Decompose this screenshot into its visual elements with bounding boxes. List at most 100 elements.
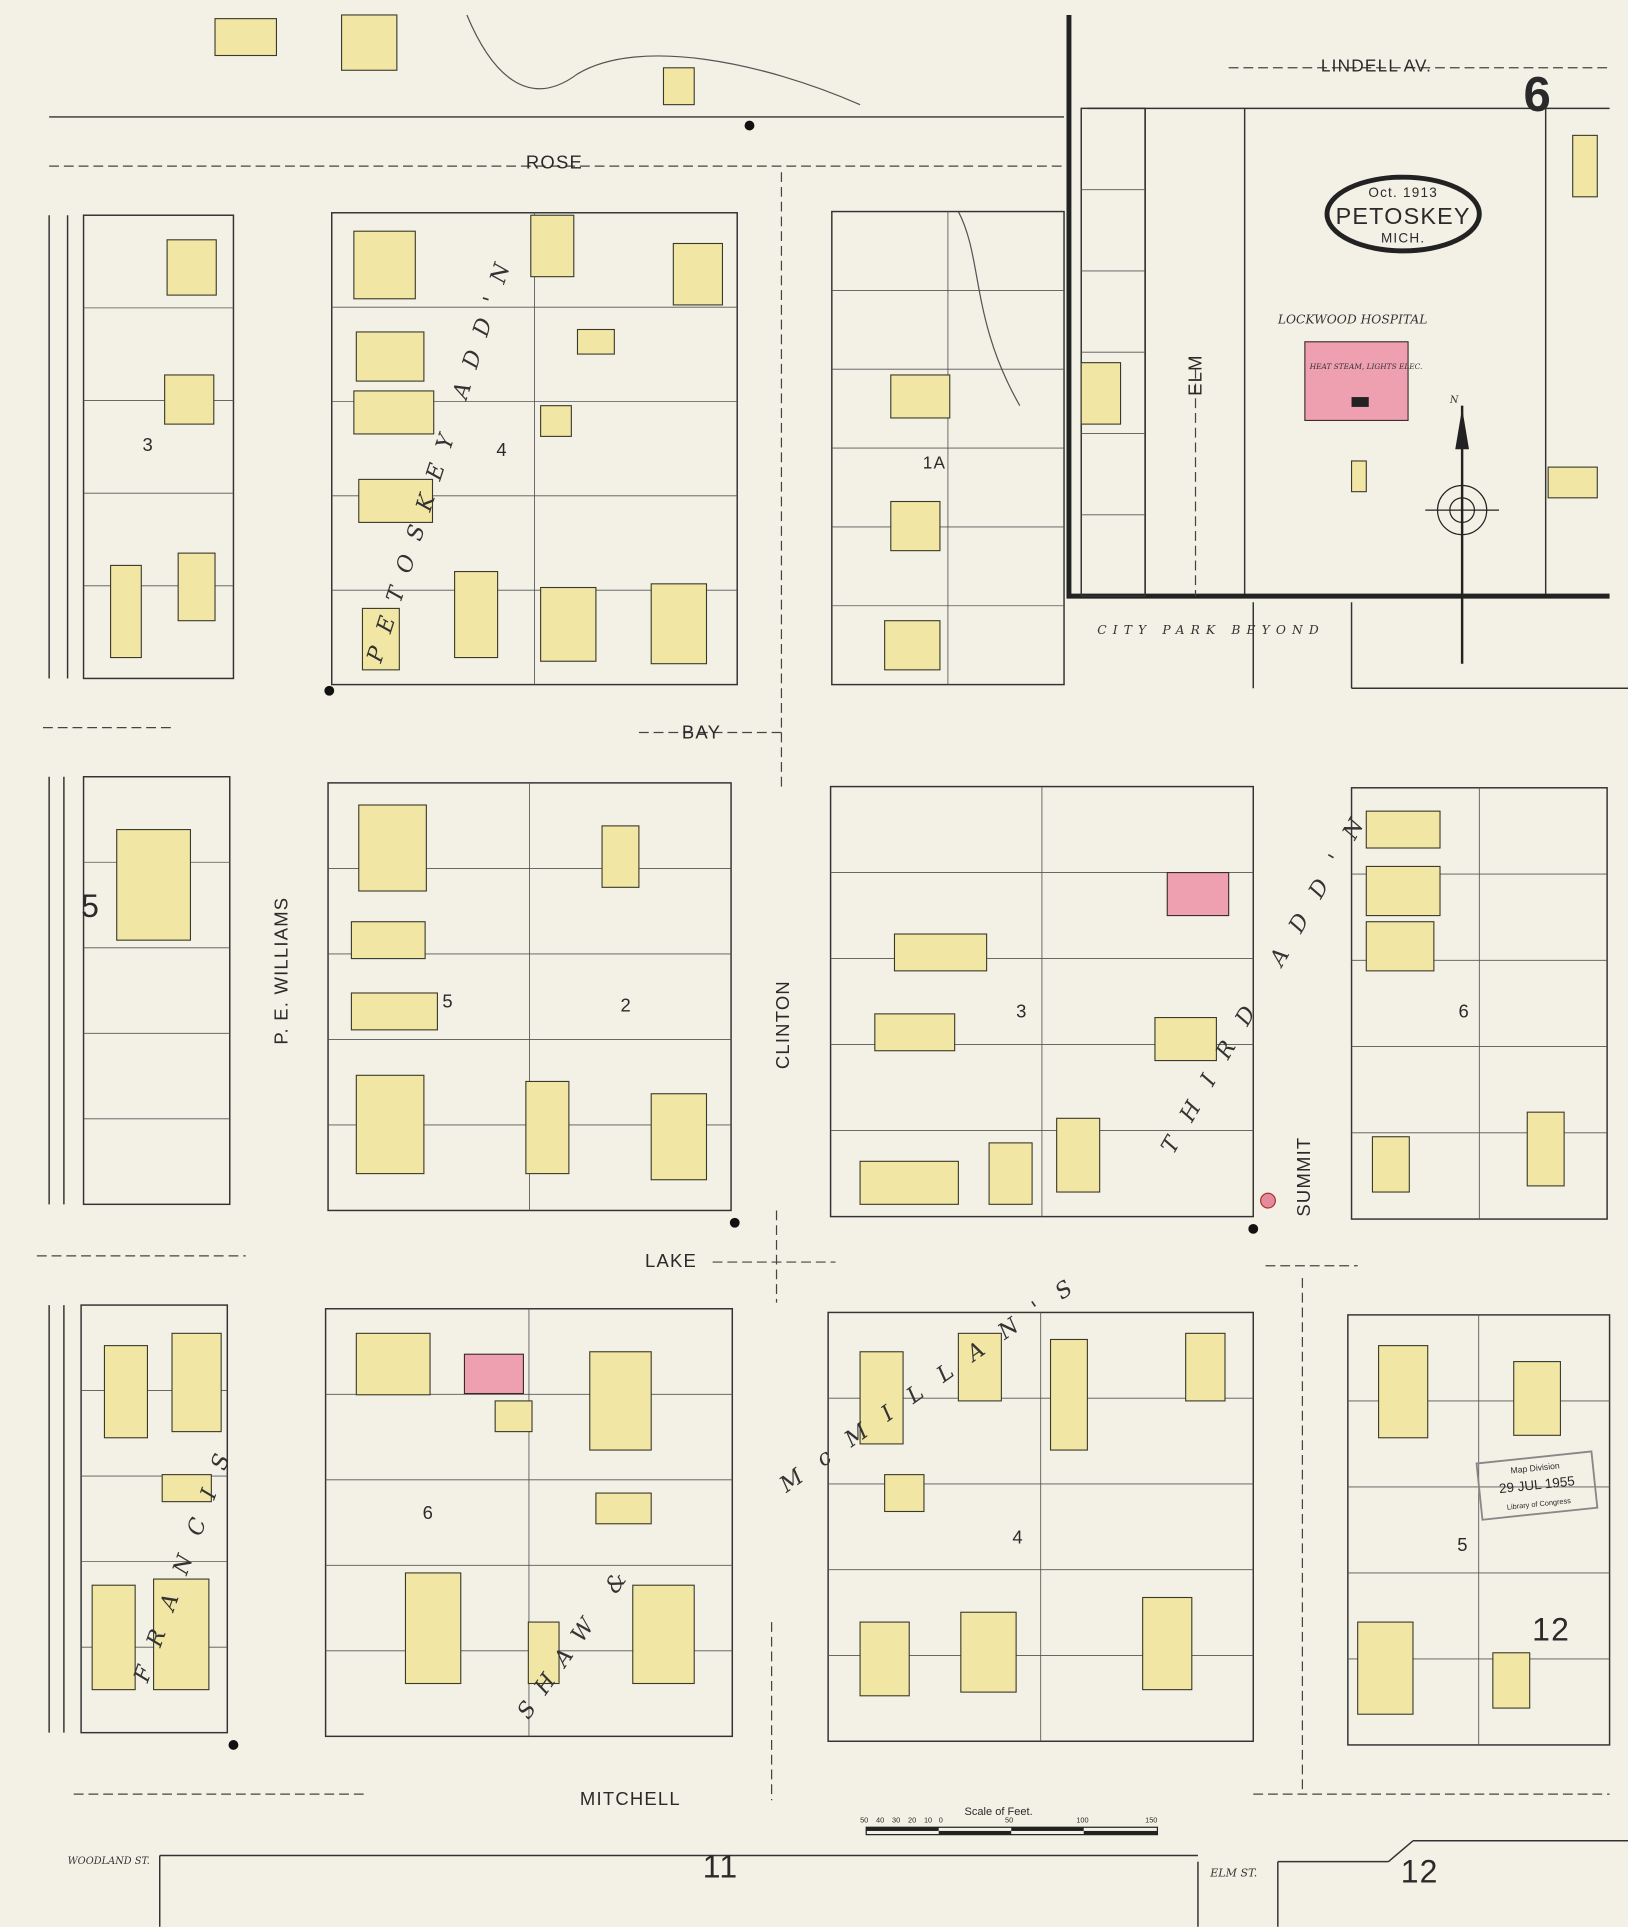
block-number: 5 <box>442 991 453 1012</box>
dwelling <box>1492 1652 1531 1709</box>
dwelling <box>672 242 724 306</box>
street-elm-st: ELM ST. <box>1209 1866 1257 1879</box>
dwelling <box>1526 1111 1565 1187</box>
north-arrow-icon <box>1425 405 1499 664</box>
dwelling <box>404 1572 462 1685</box>
dwelling <box>110 564 142 659</box>
title-state: MICH. <box>1381 230 1425 245</box>
street-williams: P. E. WILLIAMS <box>271 897 292 1045</box>
block-number: 4 <box>496 439 507 460</box>
dwelling <box>355 1332 431 1396</box>
dwelling <box>589 1351 652 1451</box>
dwelling <box>214 18 278 57</box>
adjacent-sheet-left: 5 <box>81 888 100 924</box>
water-pipes <box>36 67 1610 1801</box>
dwelling <box>361 607 400 671</box>
street-elm: ELM <box>1185 354 1206 396</box>
dwelling <box>1154 1017 1217 1062</box>
dwelling <box>527 1621 560 1685</box>
dwelling <box>153 1578 210 1691</box>
dwelling <box>650 1093 708 1181</box>
dwelling <box>859 1621 910 1697</box>
scale-bar: Scale of Feet. 50 40 30 20 10 0 50 100 1… <box>860 1806 1159 1836</box>
dwelling <box>890 374 951 419</box>
street-summit: SUMMIT <box>1293 1137 1314 1217</box>
block-number: 5 <box>1457 1534 1468 1555</box>
block-number: 6 <box>1458 1001 1469 1022</box>
north-label: N <box>1449 395 1459 406</box>
city-block <box>82 776 231 1206</box>
dwelling <box>525 1080 570 1175</box>
dwelling <box>1365 810 1441 849</box>
dwelling <box>177 552 216 622</box>
scale-title: Scale of Feet. <box>965 1806 1033 1818</box>
scale-tick: 50 <box>860 1815 868 1824</box>
city-block <box>80 1304 229 1734</box>
park-boundary <box>1066 14 1610 599</box>
dwelling <box>161 1474 212 1503</box>
block-number: 3 <box>143 434 154 455</box>
street-clinton: CLINTON <box>772 980 793 1069</box>
scale-tick: 0 <box>939 1815 943 1824</box>
dwelling <box>540 405 572 437</box>
scale-tick: 100 <box>1076 1815 1088 1824</box>
scale-tick: 10 <box>924 1815 932 1824</box>
dwelling <box>988 1142 1033 1205</box>
dwelling <box>1056 1117 1101 1193</box>
dwelling <box>957 1332 1002 1402</box>
street-rose: ROSE <box>526 152 583 173</box>
scale-tick: 30 <box>892 1815 900 1824</box>
dwelling <box>595 1492 652 1525</box>
dwelling <box>576 328 615 355</box>
city-park-label: CITY PARK BEYOND <box>1097 623 1325 637</box>
adjacent-sheet-bottom-right: 12 <box>1401 1854 1439 1890</box>
title-city: PETOSKEY <box>1336 203 1471 229</box>
street-lake: LAKE <box>645 1250 697 1271</box>
block-number: 1A <box>923 452 946 472</box>
dwelling <box>1365 865 1441 917</box>
dwelling <box>358 478 434 523</box>
dwelling <box>1513 1361 1561 1436</box>
dwelling <box>350 992 438 1031</box>
dwelling <box>874 1013 956 1052</box>
block-number: 6 <box>423 1502 434 1523</box>
hydrants <box>228 120 1259 1750</box>
street-lindell: LINDELL AV. <box>1321 55 1432 75</box>
dwelling <box>1185 1332 1226 1402</box>
brick-building <box>463 1353 524 1395</box>
scale-tick: 150 <box>1145 1815 1157 1824</box>
block-number: 4 <box>1012 1526 1023 1547</box>
dwelling <box>601 825 640 888</box>
dwelling <box>884 1474 925 1513</box>
dwelling <box>859 1160 959 1205</box>
adjacent-sheet-bottom: 11 <box>703 1849 739 1885</box>
dwelling <box>890 500 941 552</box>
dwelling <box>91 1584 136 1691</box>
brick-building <box>1166 872 1230 917</box>
street-bay: BAY <box>682 722 721 743</box>
dwelling <box>1378 1345 1429 1439</box>
dwelling <box>1371 1136 1410 1193</box>
sheet-number: 6 <box>1524 68 1553 122</box>
dwelling <box>164 374 215 425</box>
shoreline <box>466 14 861 106</box>
dwelling <box>859 1351 904 1445</box>
dwelling <box>1572 134 1598 198</box>
dwelling <box>540 586 597 662</box>
dwelling <box>494 1400 533 1433</box>
hospital-label: LOCKWOOD HOSPITAL <box>1277 312 1428 326</box>
dwelling <box>1357 1621 1414 1715</box>
dwelling <box>116 829 191 941</box>
block-number: 2 <box>620 994 631 1015</box>
dwelling <box>341 14 398 71</box>
adjacent-sheet-right: 12 <box>1532 1612 1570 1648</box>
dwelling <box>884 620 941 671</box>
fire-alarm-box-icon <box>1260 1192 1276 1209</box>
dwelling <box>353 230 416 300</box>
dwelling <box>358 804 427 892</box>
street-woodland: WOODLAND ST. <box>68 1856 150 1867</box>
boiler-mark <box>1351 397 1369 407</box>
dwelling <box>530 214 575 278</box>
